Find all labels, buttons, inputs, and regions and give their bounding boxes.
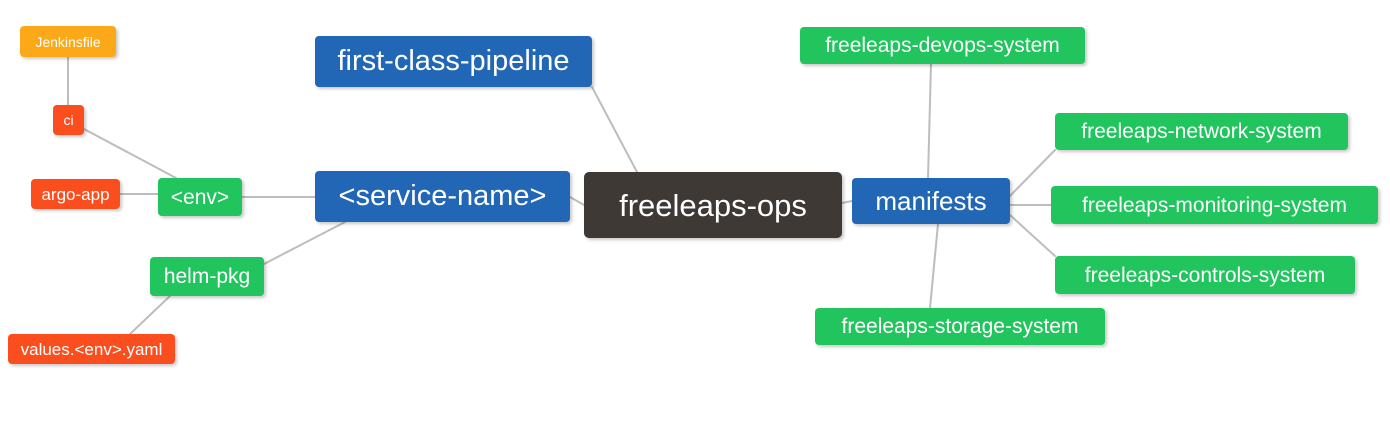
- edge-root-to-service-name: [569, 196, 585, 206]
- mindmap-node-env[interactable]: <env>: [158, 178, 242, 216]
- edge-manifests-to-network-system: [1009, 149, 1056, 197]
- mindmap-node-label: freeleaps-controls-system: [1084, 263, 1326, 287]
- mindmap-node-label: argo-app: [41, 184, 110, 204]
- mindmap-node-helm-pkg[interactable]: helm-pkg: [150, 257, 264, 296]
- mindmap-node-label: freeleaps-ops: [619, 187, 807, 223]
- edge-manifests-to-devops-system: [927, 63, 932, 179]
- mindmap-node-manifests[interactable]: manifests: [852, 178, 1010, 224]
- mindmap-node-label: manifests: [875, 186, 987, 216]
- mindmap-node-storage-system[interactable]: freeleaps-storage-system: [815, 308, 1105, 345]
- mindmap-node-ci[interactable]: ci: [53, 105, 84, 135]
- mindmap-node-jenkinsfile[interactable]: Jenkinsfile: [20, 26, 116, 57]
- mindmap-node-first-class[interactable]: first-class-pipeline: [315, 36, 592, 87]
- mindmap-node-label: freeleaps-devops-system: [825, 34, 1060, 57]
- mindmap-node-controls-system[interactable]: freeleaps-controls-system: [1055, 256, 1355, 294]
- mindmap-node-label: Jenkinsfile: [35, 33, 101, 50]
- mindmap-node-label: first-class-pipeline: [337, 45, 570, 77]
- mindmap-node-label: helm-pkg: [163, 265, 251, 288]
- mindmap-node-root[interactable]: freeleaps-ops: [584, 172, 842, 238]
- mindmap-node-label: freeleaps-monitoring-system: [1082, 193, 1347, 217]
- mindmap-node-argo-app[interactable]: argo-app: [31, 179, 120, 209]
- mindmap-node-monitoring-system[interactable]: freeleaps-monitoring-system: [1051, 186, 1378, 224]
- mindmap-node-service-name[interactable]: <service-name>: [315, 171, 570, 222]
- edge-manifests-to-storage-system: [929, 223, 939, 309]
- mindmap-node-label: values.<env>.yaml: [20, 339, 163, 359]
- edge-service-name-to-helm-pkg: [263, 221, 346, 265]
- mindmap-node-label: ci: [63, 112, 74, 128]
- mindmap-node-label: freeleaps-network-system: [1081, 120, 1322, 143]
- mindmap-node-label: <env>: [170, 185, 230, 209]
- edge-root-to-manifests: [841, 200, 853, 204]
- mindmap-node-label: freeleaps-storage-system: [841, 315, 1079, 338]
- edge-env-to-ci: [83, 128, 177, 179]
- mindmap-node-values-yaml[interactable]: values.<env>.yaml: [8, 334, 175, 364]
- mindmap-node-devops-system[interactable]: freeleaps-devops-system: [800, 27, 1085, 64]
- edge-helm-pkg-to-values-yaml: [129, 295, 171, 335]
- mindmap-node-label: <service-name>: [338, 180, 547, 212]
- edge-root-to-first-class: [591, 86, 638, 173]
- edge-manifests-to-controls-system: [1009, 214, 1056, 257]
- mindmap-node-network-system[interactable]: freeleaps-network-system: [1055, 113, 1348, 150]
